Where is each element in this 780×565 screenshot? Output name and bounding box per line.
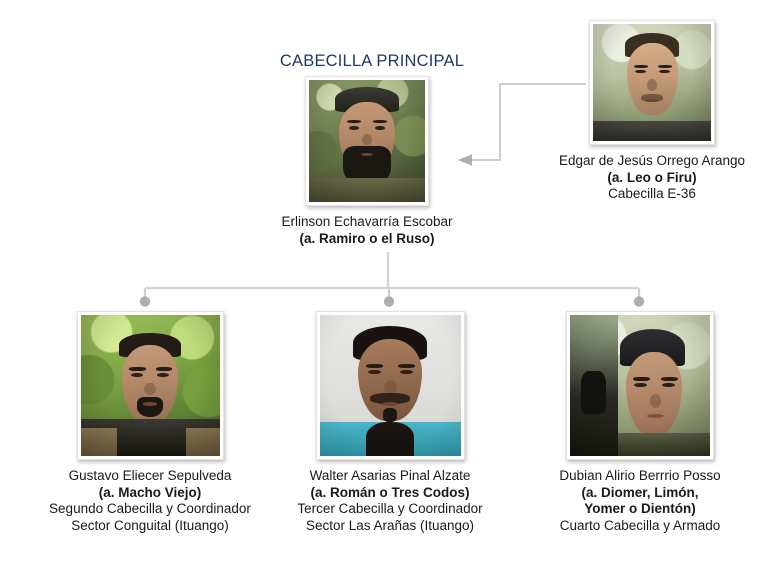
connector-stem-second [139, 288, 151, 307]
org-node-fourth[interactable]: Dubian Alirio Berrrio Posso (a. Diomer, … [514, 311, 766, 534]
node-role-fourth: Cuarto Cabecilla y Armado [559, 517, 721, 533]
node-name-e36: Edgar de Jesús Orrego Arango [558, 153, 746, 168]
org-node-third[interactable]: Walter Asarias Pinal Alzate (a. Román o … [250, 311, 530, 534]
caption-fourth: Dubian Alirio Berrrio Posso (a. Diomer, … [514, 468, 766, 534]
portrait-walter-pinal-alzate [319, 315, 461, 456]
connector-stem-third [383, 288, 395, 307]
photo-frame-e36 [589, 20, 715, 145]
node-name-second: Gustavo Eliecer Sepulveda [68, 468, 232, 483]
node-alias-second: (a. Macho Viejo) [98, 484, 202, 500]
photo-frame-fourth [566, 311, 714, 460]
photo-frame-third [315, 311, 465, 460]
node-role-second: Segundo Cabecilla y Coordinador [49, 501, 251, 516]
node-alias-fourth-line1: (a. Diomer, Limón, [581, 484, 699, 500]
node-role-third: Tercer Cabecilla y Coordinador [297, 501, 483, 516]
node-alias-e36: (a. Leo o Firu) [607, 169, 697, 185]
node-alias-third: (a. Román o Tres Codos) [310, 484, 470, 500]
node-role-e36: Cabecilla E-36 [608, 186, 696, 201]
caption-second: Gustavo Eliecer Sepulveda (a. Macho Viej… [4, 468, 296, 534]
node-name-fourth: Dubian Alirio Berrrio Posso [559, 468, 721, 483]
caption-e36: Edgar de Jesús Orrego Arango (a. Leo o F… [528, 153, 776, 203]
chart-title: CABECILLA PRINCIPAL [279, 52, 465, 70]
org-node-principal[interactable]: Erlinson Echavarría Escobar (a. Ramiro o… [237, 76, 497, 247]
portrait-edgar-orrego-arango [593, 24, 711, 141]
portrait-gustavo-sepulveda [80, 315, 220, 456]
photo-frame-second [76, 311, 224, 460]
caption-third: Walter Asarias Pinal Alzate (a. Román o … [250, 468, 530, 534]
caption-principal: Erlinson Echavarría Escobar (a. Ramiro o… [237, 214, 497, 247]
node-name-principal: Erlinson Echavarría Escobar [281, 214, 453, 229]
node-sector-second: Sector Conguital (Ituango) [71, 517, 229, 533]
org-node-second[interactable]: Gustavo Eliecer Sepulveda (a. Macho Viej… [4, 311, 296, 534]
node-alias-principal: (a. Ramiro o el Ruso) [299, 230, 435, 246]
node-sector-third: Sector Las Arañas (Ituango) [305, 517, 475, 533]
portrait-dubian-berrrio-posso [570, 315, 710, 456]
node-alias-fourth-line2: Yomer o Dientón) [584, 501, 696, 516]
connector-stem-fourth [633, 288, 645, 307]
node-name-third: Walter Asarias Pinal Alzate [309, 468, 471, 483]
org-node-e36[interactable]: Edgar de Jesús Orrego Arango (a. Leo o F… [528, 20, 776, 203]
portrait-erlinson-echavarria-escobar [309, 80, 425, 202]
photo-frame-principal [305, 76, 429, 206]
